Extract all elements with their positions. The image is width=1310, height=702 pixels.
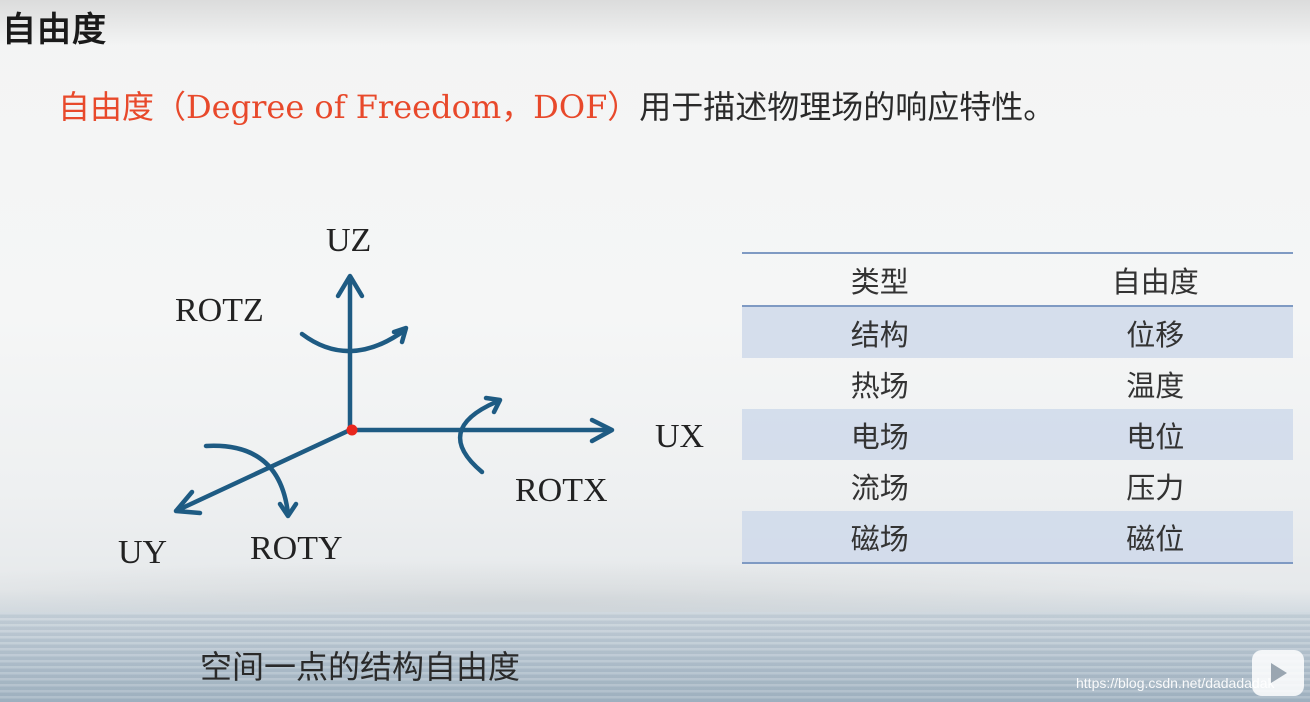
rotx-arc [457,399,499,475]
cell-dof: 位移 [1126,317,1185,352]
table-row: 电场 电位 [742,409,1293,460]
cell-type: 磁场 [850,521,909,556]
label-uz: UZ [326,222,372,259]
background-sea [0,612,1310,702]
roty-arc [203,443,291,517]
cell-dof: 压力 [1126,470,1185,505]
origin-point [346,424,358,436]
cell-dof: 磁位 [1126,521,1185,556]
top-shade [0,0,1310,46]
uy-arrowhead [173,489,203,516]
cell-dof: 电位 [1126,419,1185,454]
intro-sentence: 自由度（Degree of Freedom，DOF）用于描述物理场的响应特性。 [58,82,1055,128]
label-uy: UY [118,534,168,571]
play-icon [1271,663,1287,683]
table-header-row: 类型 自由度 [742,253,1293,306]
dof-table: 类型 自由度 结构 位移 热场 温度 电场 电位 流场 压力 磁场 磁位 [742,252,1293,564]
table-row: 热场 温度 [742,358,1293,409]
label-rotz: ROTZ [175,292,264,329]
intro-highlight: 自由度（Degree of Freedom，DOF） [58,88,640,126]
cell-type: 结构 [850,317,909,352]
uz-arrowhead [335,273,365,299]
cell-type: 热场 [850,368,909,403]
header-dof: 自由度 [1111,264,1199,299]
intro-rest: 用于描述物理场的响应特性。 [639,88,1056,126]
uy-axis [175,427,353,513]
label-ux: UX [655,418,705,455]
table-row: 结构 位移 [742,306,1293,358]
diagram-caption: 空间一点的结构自由度 [200,648,521,686]
rotx-arrowhead [483,395,503,415]
dof-axes-diagram [173,273,615,519]
ux-arrowhead [589,417,615,444]
label-rotx: ROTX [515,472,608,509]
slide-title: 自由度 [2,10,107,50]
table-row: 磁场 磁位 [742,511,1293,563]
header-type: 类型 [850,264,909,299]
rotz-arc [299,327,408,354]
cell-type: 流场 [850,470,909,505]
rotz-arrowhead [391,325,409,345]
roty-arrowhead [277,501,299,519]
cell-dof: 温度 [1126,368,1185,403]
label-roty: ROTY [250,530,343,567]
table-row: 流场 压力 [742,460,1293,511]
play-button[interactable] [1252,650,1304,696]
watermark-url: https://blog.csdn.net/dadadadak [1076,675,1275,691]
cell-type: 电场 [850,419,909,454]
